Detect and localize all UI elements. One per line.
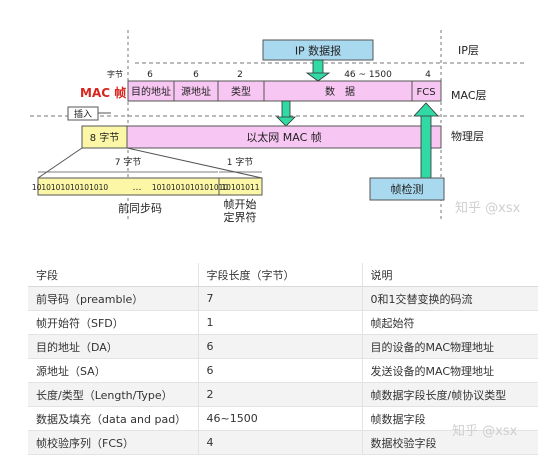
field-type-label: 类型 bbox=[231, 85, 251, 98]
ethernet-frame-diagram: IP 数据报 IP层 MAC层 物理层 字节 6 6 2 46 ~ 1500 4… bbox=[30, 30, 525, 224]
fcs-arrow-shaft bbox=[420, 113, 432, 183]
sfd-bits: 10101011 bbox=[221, 183, 259, 192]
table-cell: 帧数据字段 bbox=[362, 406, 538, 431]
size-src: 6 bbox=[193, 70, 199, 80]
table-cell: 帧校验序列（FCS） bbox=[28, 430, 199, 455]
sfd-label-line1: 帧开始 bbox=[224, 197, 257, 211]
field-data-label: 数 据 bbox=[325, 85, 355, 98]
table-cell: 帧起始符 bbox=[362, 310, 538, 335]
preamble-bits-right: 1010101010101010 bbox=[152, 183, 229, 192]
table-cell: 0和1交替变换的码流 bbox=[362, 286, 538, 311]
fcs-check-box bbox=[369, 177, 445, 201]
table-cell: 6 bbox=[198, 358, 363, 383]
table-header-row: 字段 字段长度（字节） 说明 bbox=[28, 263, 538, 287]
size-fcs: 4 bbox=[425, 70, 431, 80]
unit-label: 字节 bbox=[107, 69, 123, 79]
field-dst-label: 目的地址 bbox=[131, 85, 171, 98]
field-fcs-label: FCS bbox=[416, 87, 435, 98]
sfd-bytes-label: 1 字节 bbox=[227, 156, 254, 168]
preamble-bytes-label: 7 字节 bbox=[115, 156, 142, 168]
table-row: 源地址（SA） 6 发送设备的MAC物理地址 bbox=[28, 358, 538, 383]
table-cell: 发送设备的MAC物理地址 bbox=[362, 358, 538, 383]
size-dst: 6 bbox=[147, 70, 153, 80]
table-cell: 目的设备的MAC物理地址 bbox=[362, 334, 538, 359]
sfd-bits-box bbox=[218, 177, 263, 196]
diagram-watermark: 知乎 @xsx bbox=[455, 200, 521, 216]
table-row: 数据及填充（data and pad） 46~1500 帧数据字段 bbox=[28, 406, 538, 431]
ip-arrow-shaft bbox=[312, 59, 324, 75]
layer-ip-label: IP层 bbox=[458, 44, 479, 57]
ethernet-frame-box bbox=[126, 125, 442, 149]
preamble-bracket-right bbox=[126, 147, 263, 179]
table-cell: 目的地址（DA） bbox=[28, 334, 199, 359]
table-watermark: 知乎 @xsx bbox=[452, 424, 518, 439]
table-cell: 7 bbox=[198, 286, 363, 311]
table-row: 长度/类型（Length/Type） 2 帧数据字段长度/帧协议类型 bbox=[28, 382, 538, 407]
fcs-arrow-head bbox=[413, 102, 439, 117]
field-src-label: 源地址 bbox=[181, 85, 211, 98]
table-row: 帧校验序列（FCS） 4 数据校验字段 bbox=[28, 430, 538, 455]
ip-packet-label: IP 数据报 bbox=[295, 44, 341, 58]
table-cell: 2 bbox=[198, 382, 363, 407]
size-type: 2 bbox=[237, 70, 243, 80]
preamble-label: 前同步码 bbox=[118, 201, 162, 215]
table-cell: 4 bbox=[198, 430, 363, 455]
layer-mac-label: MAC层 bbox=[451, 89, 487, 102]
layer-phy-label: 物理层 bbox=[451, 129, 484, 143]
data-arrow-shaft bbox=[281, 100, 291, 119]
table-cell: 源地址（SA） bbox=[28, 358, 199, 383]
size-data: 46 ~ 1500 bbox=[344, 70, 392, 80]
table-header-length: 字段长度（字节） bbox=[198, 263, 363, 287]
preamble-bracket-left bbox=[37, 147, 83, 179]
fcs-check-label: 帧检测 bbox=[391, 182, 424, 196]
table-header-field: 字段 bbox=[28, 263, 199, 287]
table-cell: 长度/类型（Length/Type） bbox=[28, 382, 199, 407]
table-cell: 1 bbox=[198, 310, 363, 335]
table-cell: 帧开始符（SFD） bbox=[28, 310, 199, 335]
mac-frame-label: MAC 帧 bbox=[80, 85, 126, 100]
table-cell: 数据校验字段 bbox=[362, 430, 538, 455]
table-row: 前导码（preamble） 7 0和1交替变换的码流 bbox=[28, 286, 538, 311]
ethernet-frame-label: 以太网 MAC 帧 bbox=[246, 130, 322, 144]
data-arrow-head bbox=[276, 116, 296, 127]
sfd-label-line2: 定界符 bbox=[224, 210, 257, 224]
insert-label: 插入 bbox=[74, 108, 92, 120]
preamble-ellipsis: … bbox=[133, 183, 142, 193]
table-cell: 前导码（preamble） bbox=[28, 286, 199, 311]
preamble-total-label: 8 字节 bbox=[90, 131, 120, 144]
table-cell: 46~1500 bbox=[198, 406, 363, 431]
preamble-bits-left: 1010101010101010 bbox=[32, 183, 109, 192]
table-cell: 6 bbox=[198, 334, 363, 359]
field-fcs-box bbox=[411, 80, 442, 102]
table-row: 目的地址（DA） 6 目的设备的MAC物理地址 bbox=[28, 334, 538, 359]
ip-arrow-head bbox=[305, 72, 331, 82]
table-cell: 数据及填充（data and pad） bbox=[28, 406, 199, 431]
frame-field-table: 字段 字段长度（字节） 说明 前导码（preamble） 7 0和1交替变换的码… bbox=[28, 263, 538, 455]
table-cell: 帧数据字段长度/帧协议类型 bbox=[362, 382, 538, 407]
table-row: 帧开始符（SFD） 1 帧起始符 bbox=[28, 310, 538, 335]
table-header-description: 说明 bbox=[362, 263, 538, 287]
